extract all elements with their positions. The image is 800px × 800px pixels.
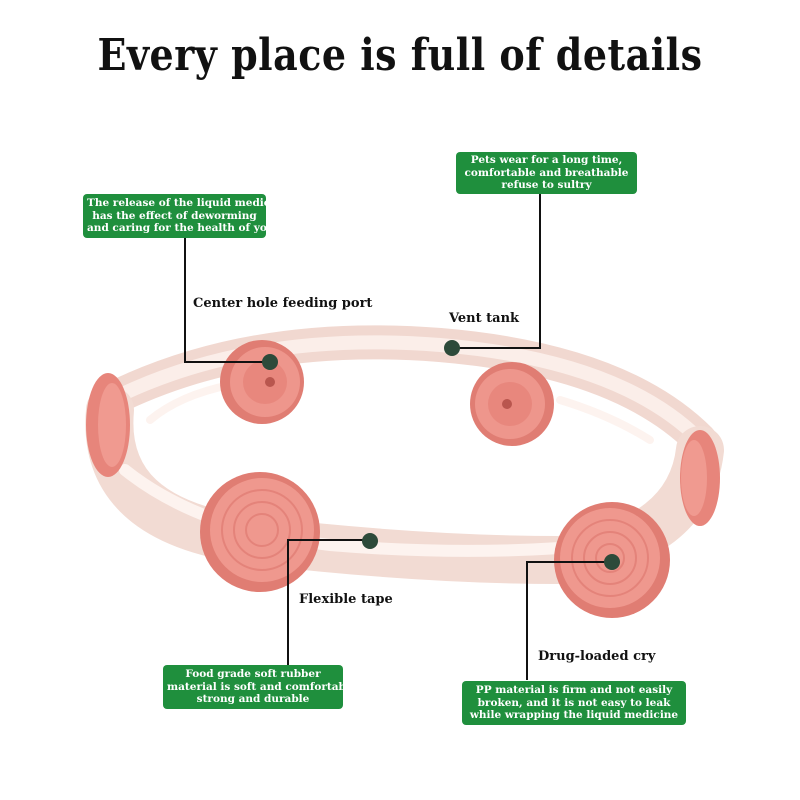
callout-line: refuse to sultry [501,179,592,192]
front-left-disc [200,472,320,592]
callout-line: Food grade soft rubber [185,668,321,681]
callout-line: and caring for the health of your pet [87,222,303,235]
callout-line: has the effect of deworming [92,209,257,222]
callout-line: PP material is firm and not easily [475,684,673,697]
page-title: Every place is full of details [97,28,703,81]
callout-pp-material: PP material is firm and not easily broke… [462,681,686,725]
callout-breathable: Pets wear for a long time, comfortable a… [456,152,637,194]
leader-lines [184,192,612,680]
callout-line: The release of the liquid medicine [87,197,289,210]
label-vent-tank: Vent tank [449,311,520,326]
callout-line: comfortable and breathable [464,166,629,179]
leader-line-dot-icon [262,340,620,570]
callout-line: strong and durable [196,693,310,706]
label-center-hole: Center hole feeding port [193,296,373,311]
feeding-port-disc [220,340,304,424]
vent-tank-disc [470,362,554,446]
callout-line: Pets wear for a long time, [470,154,623,167]
label-drug-loaded: Drug-loaded cry [538,649,656,664]
callout-soft-rubber: Food grade soft rubber material is soft … [163,665,361,709]
callout-line: material is soft and comfortable, [167,680,361,693]
callout-liquid-medicine: The release of the liquid medicine has t… [83,194,303,238]
right-side-disc [680,430,720,526]
callout-line: broken, and it is not easy to leak [477,696,671,709]
callout-line: while wrapping the liquid medicine [469,709,679,722]
left-side-disc [86,373,130,477]
label-flexible-tape: Flexible tape [299,592,393,607]
